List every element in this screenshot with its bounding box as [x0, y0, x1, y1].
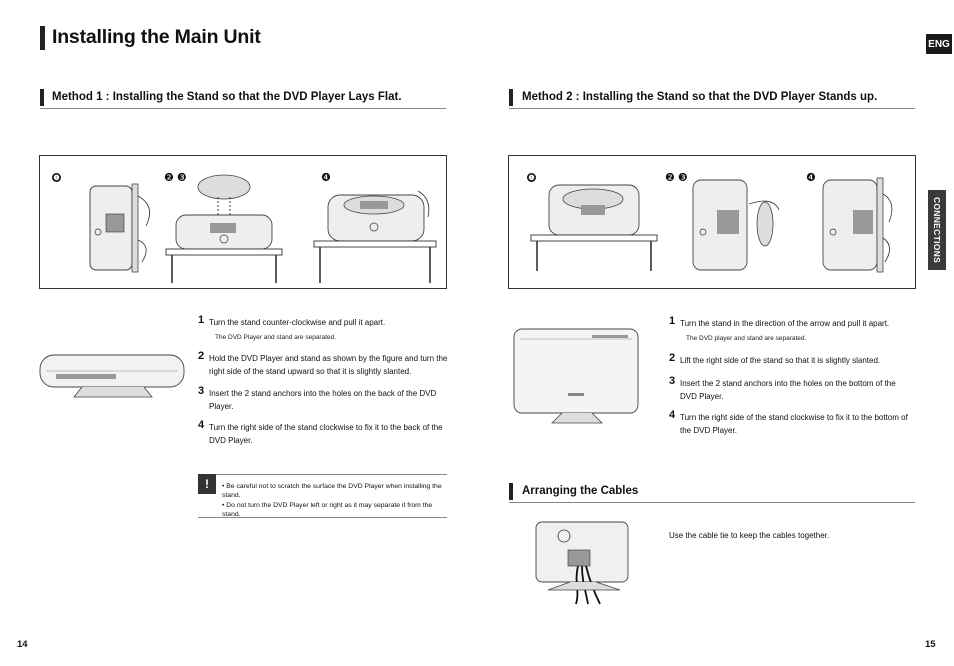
method2-step-2-num: 2	[669, 352, 676, 364]
section-side-tab: CONNECTIONS	[928, 190, 946, 270]
method2-step-1: 1 Turn the stand in the direction of the…	[669, 315, 919, 330]
note-item-2: • Do not turn the DVD Player left or rig…	[222, 502, 433, 518]
method2-step-1-sub: The DVD player and stand are separated.	[686, 335, 807, 342]
fig1-label-4: ❹	[321, 172, 331, 184]
method2-figure: ❶ ❷ ❸ ❹	[508, 155, 916, 289]
page-number-left: 14	[17, 639, 28, 650]
method2-step-2-text: Lift the right side of the stand so that…	[680, 356, 881, 365]
fig1-table-rotate-illustration	[313, 190, 437, 283]
method2-step-4-num: 4	[669, 409, 676, 421]
method1-step-1: 1 Turn the stand counter-clockwise and p…	[198, 314, 448, 329]
page-title: Installing the Main Unit	[52, 26, 261, 48]
method1-player-flat-illustration	[39, 354, 185, 398]
fig1-label-23: ❷ ❸	[164, 172, 187, 184]
fig2-player-fix-illustration	[822, 177, 893, 273]
method1-heading: Method 1 : Installing the Stand so that …	[52, 91, 402, 103]
method1-step-2: 2 Hold the DVD Player and stand as shown…	[198, 350, 450, 378]
method2-step-3-text: Insert the 2 stand anchors into the hole…	[680, 379, 896, 401]
note-item-1: • Be careful not to scratch the surface …	[222, 483, 442, 499]
cables-heading-rule	[509, 502, 915, 503]
method2-heading: Method 2 : Installing the Stand so that …	[522, 91, 878, 103]
method1-step-1-sub: The DVD Player and stand are separated.	[215, 334, 337, 341]
note-bottom-rule	[198, 517, 447, 518]
method2-step-2: 2 Lift the right side of the stand so th…	[669, 352, 919, 367]
cables-text: Use the cable tie to keep the cables tog…	[669, 531, 830, 540]
method2-step-3-num: 3	[669, 375, 676, 387]
cables-heading: Arranging the Cables	[522, 485, 639, 497]
method1-step-3-text: Insert the 2 stand anchors into the hole…	[209, 389, 437, 411]
fig2-label-4: ❹	[806, 172, 816, 184]
method2-step-4-text: Turn the right side of the stand clockwi…	[680, 413, 908, 435]
fig1-player-side-illustration	[89, 183, 150, 273]
method1-step-1-text: Turn the stand counter-clockwise and pul…	[209, 318, 386, 327]
method1-step-1-num: 1	[198, 314, 205, 326]
method1-step-3: 3 Insert the 2 stand anchors into the ho…	[198, 385, 438, 413]
fig2-player-anchor-illustration	[692, 179, 780, 271]
method2-step-3: 3 Insert the 2 stand anchors into the ho…	[669, 375, 909, 403]
method1-heading-rule	[40, 108, 446, 109]
method1-step-4-text: Turn the right side of the stand clockwi…	[209, 423, 443, 445]
method1-step-4-num: 4	[198, 419, 205, 431]
method2-step-1-num: 1	[669, 315, 676, 327]
method2-step-1-text: Turn the stand in the direction of the a…	[680, 319, 890, 328]
method1-figure: ❶ ❷ ❸ ❹	[39, 155, 447, 289]
cables-heading-accent	[509, 483, 513, 500]
method1-step-2-num: 2	[198, 350, 205, 362]
page-number-right: 15	[925, 639, 936, 650]
method2-step-4: 4 Turn the right side of the stand clock…	[669, 409, 921, 437]
method2-player-standing-illustration	[513, 328, 639, 424]
method1-heading-accent	[40, 89, 44, 106]
language-badge: ENG	[926, 34, 952, 54]
side-tab-label: CONNECTIONS	[932, 196, 942, 264]
method2-heading-accent	[509, 89, 513, 106]
note-top-rule	[198, 474, 447, 475]
fig2-label-1: ❶	[527, 173, 536, 182]
method1-step-2-text: Hold the DVD Player and stand as shown b…	[209, 354, 448, 376]
note-warning-icon: !	[198, 474, 216, 494]
fig1-table-stand-illustration	[165, 174, 283, 283]
title-bar-accent	[40, 26, 45, 50]
fig2-table-illustration	[530, 184, 658, 271]
method2-heading-rule	[509, 108, 915, 109]
fig2-label-23: ❷ ❸	[665, 172, 688, 184]
method1-step-4: 4 Turn the right side of the stand clock…	[198, 419, 450, 447]
method1-step-3-num: 3	[198, 385, 205, 397]
cables-illustration	[535, 521, 629, 605]
fig1-label-1: ❶	[52, 173, 61, 182]
